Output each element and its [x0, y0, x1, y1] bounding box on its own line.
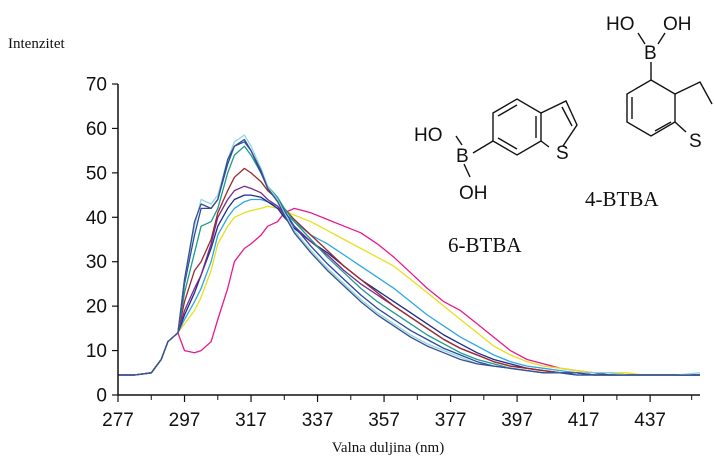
benzene-ring-6 — [492, 98, 542, 156]
ring-bond — [472, 140, 494, 154]
x-tick-label: 297 — [169, 410, 201, 431]
ho-label: HO — [606, 14, 635, 35]
structure-4-btba — [626, 32, 713, 137]
y-tick-label: 60 — [86, 119, 107, 140]
structure-6-btba — [455, 98, 578, 178]
b-oh-bond — [637, 32, 646, 45]
thiophene-ring-6 — [540, 100, 578, 147]
aromatic-bond — [561, 106, 573, 127]
label-6-btba: 6-BTBA — [448, 233, 522, 257]
aromatic-bond — [497, 137, 518, 150]
b-oh-bond — [455, 135, 463, 146]
b-oh-bond — [657, 32, 666, 45]
x-tick-group: 277 297 317 337 357 377 397 417 437 — [102, 395, 693, 431]
y-tick-label: 20 — [86, 297, 107, 318]
series-line-1 — [118, 207, 700, 376]
structure-4-btba-labels: HO B OH S — [606, 14, 702, 152]
series-layer — [118, 134, 701, 376]
x-tick-label: 317 — [235, 410, 267, 431]
label-4-btba: 4-BTBA — [585, 187, 659, 211]
boron-label: B — [456, 146, 469, 167]
series-line-9 — [118, 134, 701, 376]
x-tick-label: 397 — [501, 410, 533, 431]
structure-6-btba-labels: HO B OH S — [414, 125, 569, 204]
b-oh-bond — [463, 163, 471, 178]
x-tick-label: 437 — [634, 410, 666, 431]
x-tick-label: 377 — [435, 410, 467, 431]
y-tick-label: 10 — [86, 341, 107, 362]
thiophene-ring-6 — [540, 140, 550, 148]
x-axis-label: Valna duljina (nm) — [332, 440, 444, 456]
series-line-8 — [118, 138, 700, 376]
sulfur-label: S — [556, 143, 569, 164]
y-axis-label: Intenzitet — [8, 36, 65, 52]
series-line-10 — [118, 141, 700, 376]
y-tick-label: 50 — [86, 163, 107, 184]
x-tick-label: 357 — [368, 410, 400, 431]
y-tick-label: 30 — [86, 252, 107, 273]
y-tick-label: 40 — [86, 208, 107, 229]
series-line-2 — [118, 205, 700, 376]
sulfur-label: S — [689, 131, 702, 152]
y-tick-label: 70 — [86, 75, 107, 96]
benzene-ring-4 — [626, 79, 676, 137]
thiophene-ring-4 — [674, 81, 713, 105]
oh-label: OH — [663, 14, 692, 35]
aromatic-bond — [654, 121, 672, 132]
y-tick-group: 0 10 20 30 40 50 60 70 — [86, 75, 118, 407]
y-tick-label: 0 — [96, 386, 107, 407]
thiophene-bond — [674, 121, 687, 133]
x-tick-label: 277 — [102, 410, 134, 431]
x-tick-label: 417 — [568, 410, 600, 431]
oh-label: OH — [459, 183, 488, 204]
boron-label: B — [644, 43, 657, 64]
aromatic-bond — [497, 104, 518, 117]
x-tick-label: 337 — [302, 410, 334, 431]
ho-label: HO — [414, 125, 443, 146]
